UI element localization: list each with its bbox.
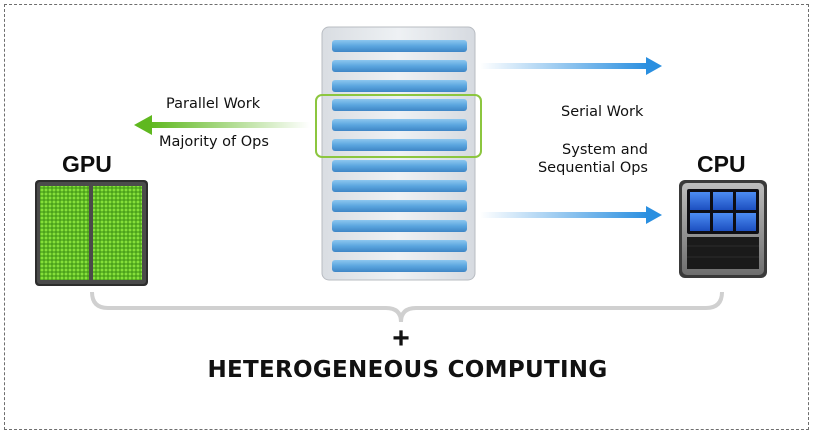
parallel-highlight [315,94,482,158]
bracket [90,291,724,323]
gpu-label: GPU [62,151,112,177]
task-bars [332,40,467,272]
sequential-ops-label: Sequential Ops [537,160,648,176]
serial-arrow-top [480,57,662,75]
plus-symbol: + [392,322,410,355]
task-stack [315,26,482,281]
parallel-work-label: Parallel Work [166,96,261,112]
diagram-frame [4,4,809,430]
heterogeneous-computing-title: HETEROGENEOUS COMPUTING [207,357,608,383]
serial-work-label: Serial Work [561,104,644,120]
serial-arrow-bottom [480,206,662,224]
parallel-arrow [134,115,310,135]
cpu-chip-icon [679,180,767,278]
gpu-chip-icon [35,180,148,286]
system-and-label: System and [562,142,648,158]
cpu-label: CPU [697,151,746,177]
majority-ops-label: Majority of Ops [159,134,269,150]
